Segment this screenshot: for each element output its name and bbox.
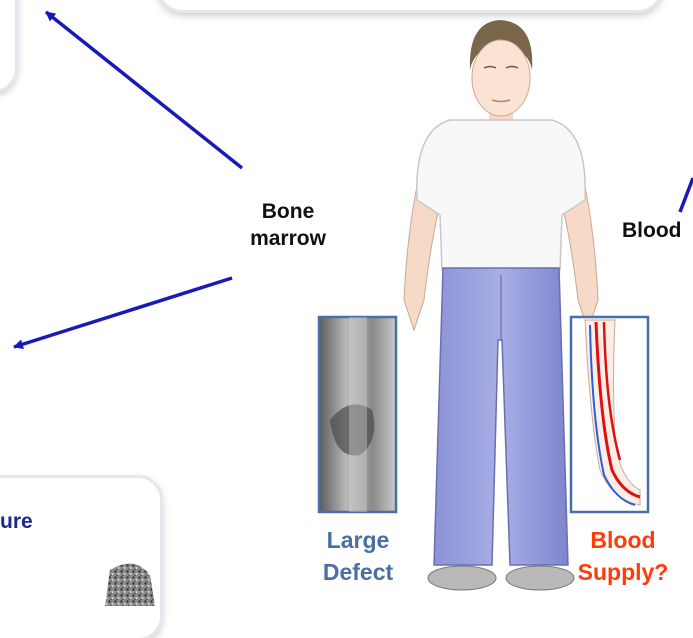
arrow-to-top-right bbox=[680, 178, 693, 212]
person-icon bbox=[404, 20, 598, 590]
scaffold-icon bbox=[0, 540, 155, 606]
leg-inset bbox=[571, 317, 648, 512]
arrow-to-left bbox=[14, 278, 232, 347]
bone-marrow-label: Bone marrow bbox=[233, 198, 343, 252]
blood-supply-label: Blood Supply? bbox=[558, 524, 688, 588]
arrow-to-top-left bbox=[46, 12, 242, 168]
blood-label: Blood bbox=[622, 217, 693, 244]
diagram-canvas bbox=[0, 0, 693, 606]
structure-heading-partial: ure bbox=[0, 508, 100, 535]
xray-inset bbox=[319, 317, 396, 512]
large-defect-label: Large Defect bbox=[312, 524, 404, 588]
